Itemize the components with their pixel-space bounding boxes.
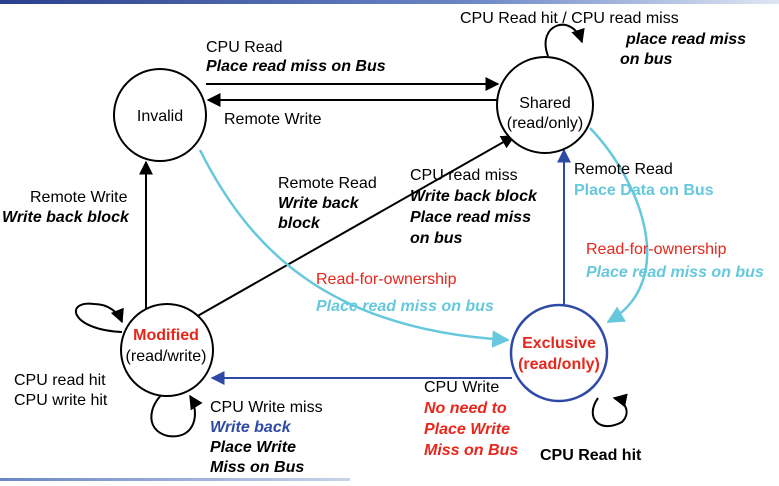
label-remote-write-modified-2: Write back block	[2, 209, 130, 226]
label-cpu-read-miss-3: Place read miss	[410, 209, 531, 226]
slide-bottom-bar-left	[0, 478, 350, 481]
slide-top-bar	[0, 0, 779, 4]
label-cpu-read-2: Place read miss on Bus	[206, 58, 386, 75]
state-exclusive	[509, 303, 609, 403]
label-cpu-read-miss-4: on bus	[410, 230, 463, 247]
state-modified	[120, 303, 214, 397]
label-remote-write-shared: Remote Write	[224, 111, 322, 128]
label-remote-write-modified-1: Remote Write	[30, 189, 128, 206]
state-modified-sub: (read/write)	[126, 348, 207, 365]
label-rfo-shared-2: Place read miss on bus	[586, 264, 764, 281]
label-cpu-read-hit-exclusive: CPU Read hit	[540, 447, 642, 464]
label-cpu-write-miss-2: Write back	[210, 419, 292, 436]
label-cpu-write-1: CPU Write	[424, 379, 499, 396]
label-rfo-invalid-1: Read-for-ownership	[316, 271, 457, 288]
arrow-shared-to-exclusive	[589, 127, 649, 324]
state-invalid	[113, 68, 207, 162]
label-remote-read-exclusive-1: Remote Read	[574, 161, 673, 178]
state-shared	[496, 56, 594, 154]
loop-shared	[544, 23, 585, 57]
label-cpu-read-1: CPU Read	[206, 39, 282, 56]
label-cpu-write-miss-3: Place Write	[210, 439, 296, 456]
loop-exclusive	[591, 393, 628, 428]
arrow-invalid-to-exclusive	[198, 149, 510, 348]
state-shared-label: Shared	[519, 95, 571, 112]
label-cpu-read-miss-1: CPU read miss	[410, 167, 518, 184]
label-modified-loop-2: CPU write hit	[14, 392, 108, 409]
label-cpu-write-2: No need to	[424, 400, 507, 417]
label-modified-loop-1: CPU read hit	[14, 372, 106, 389]
label-cpu-write-3: Place Write	[424, 421, 510, 438]
label-shared-loop-1: CPU Read hit / CPU read miss	[460, 10, 679, 27]
label-cpu-write-4: Miss on Bus	[424, 442, 518, 459]
label-cpu-write-miss-4: Miss on Bus	[210, 459, 304, 476]
label-cpu-write-miss-1: CPU Write miss	[210, 399, 323, 416]
label-remote-read-exclusive-2: Place Data on Bus	[574, 182, 714, 199]
label-rfo-invalid-2: Place read miss on bus	[316, 298, 494, 315]
state-modified-label: Modified	[133, 327, 199, 344]
label-cpu-read-miss-2: Write back block	[410, 188, 538, 205]
label-shared-loop-3: on bus	[620, 51, 673, 68]
state-invalid-label: Invalid	[137, 108, 183, 125]
loop-modified-bottom	[150, 389, 203, 438]
label-remote-read-modified-2: Write back	[278, 195, 360, 212]
label-rfo-shared-1: Read-for-ownership	[586, 241, 727, 258]
state-shared-sub: (read/only)	[507, 115, 583, 132]
arrow-modified-to-shared	[193, 135, 516, 319]
state-exclusive-sub: (read/only)	[518, 356, 600, 373]
state-exclusive-label: Exclusive	[522, 335, 596, 352]
label-shared-loop-2: place read miss	[625, 31, 746, 48]
label-remote-read-modified-3: block	[278, 215, 321, 232]
loop-modified-top	[75, 302, 124, 333]
label-remote-read-modified-1: Remote Read	[278, 175, 377, 192]
